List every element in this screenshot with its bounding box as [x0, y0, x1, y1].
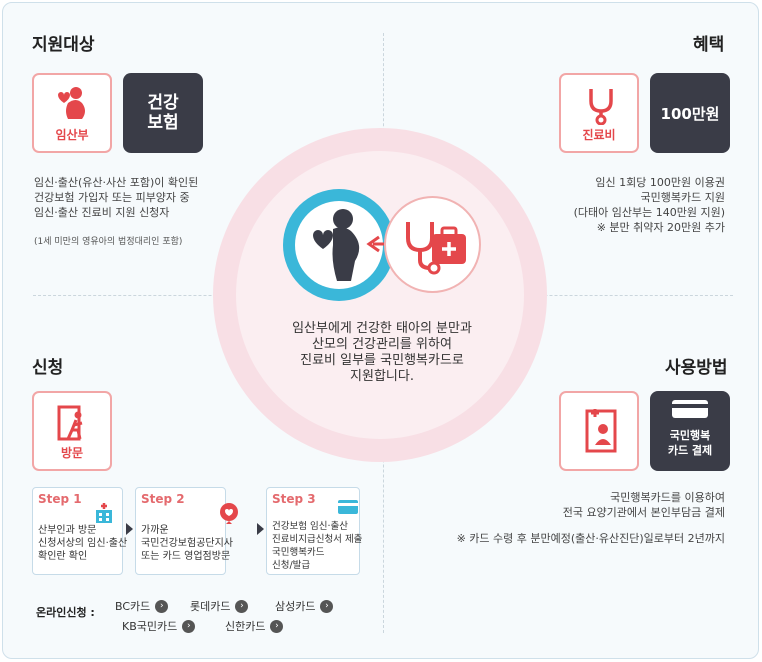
center-line-4: 지원합니다.	[350, 369, 414, 384]
payment-card-icon-box	[559, 391, 639, 471]
step-3-body: 건강보험 임신·출산 진료비지급신청서 제출 국민행복카드 신청/발급	[272, 520, 362, 572]
benefit-title: 혜택	[693, 35, 725, 55]
kb-card-label: KB국민카드	[122, 620, 178, 633]
step-1-line-1: 산부인과 방문	[38, 525, 97, 536]
lotte-card-label: 롯데카드	[190, 600, 231, 613]
hospital-icon	[96, 503, 112, 523]
step-3: Step 3 건강보험 임신·출산 진료비지급신청서 제출 국민행복카드 신청/…	[266, 487, 362, 575]
step-2: Step 2 가까운 국민건강보험공단지사 또는 카드 영업점방문	[135, 487, 238, 575]
visit-label: 방문	[60, 446, 84, 460]
link-lotte-card[interactable]: 롯데카드 ›	[190, 598, 249, 614]
chevron-right-icon: ›	[320, 599, 334, 613]
chevron-right-icon: ›	[182, 619, 196, 633]
step-3-title: Step 3	[272, 492, 316, 506]
card-icon	[338, 500, 358, 514]
link-shinhan-card[interactable]: 신한카드 ›	[225, 618, 284, 634]
center-line-2: 산모의 건강관리를 위하여	[312, 337, 452, 352]
step-1: Step 1 산부인과 방문 신청서상의 임신·출산 확인란 확인	[32, 487, 127, 575]
step-arrow-1	[126, 523, 133, 535]
chevron-right-icon: ›	[155, 599, 169, 613]
step-3-line-1: 건강보험 임신·출산	[272, 521, 348, 532]
center-line-3: 진료비 일부를 국민행복카드로	[300, 353, 464, 368]
happy-card-icon	[672, 400, 708, 418]
apply-title: 신청	[32, 358, 64, 378]
center-line-1: 임산부에게 건강한 태아의 분만과	[292, 321, 472, 336]
step-3-line-3: 국민행복카드	[272, 547, 325, 558]
heart-location-icon	[220, 503, 238, 524]
visit-card: 방문	[32, 391, 112, 471]
bc-card-label: BC카드	[115, 600, 151, 613]
medical-fee-card: 진료비	[559, 73, 639, 153]
pregnant-woman-large-icon	[313, 209, 360, 281]
usage-line-1: 국민행복카드를 이용하여	[610, 491, 725, 504]
step-1-body: 산부인과 방문 신청서상의 임신·출산 확인란 확인	[38, 524, 127, 563]
stethoscope-icon	[589, 89, 613, 125]
usage-title: 사용방법	[665, 358, 728, 378]
step-2-line-1: 가까운	[141, 525, 169, 536]
door-walk-icon	[57, 405, 83, 441]
step-arrow-2	[257, 523, 264, 535]
pregnant-woman-icon	[58, 87, 85, 119]
step-1-title: Step 1	[38, 492, 82, 506]
health-insurance-card: 건강 보험	[123, 73, 203, 153]
step-2-line-3: 또는 카드 영업점방문	[141, 551, 231, 562]
amount-card: 100만원	[650, 73, 730, 153]
medical-kit-badge	[384, 196, 481, 293]
usage-note: ※ 카드 수령 후 분만예정(출산·유산진단)일로부터 2년까지	[456, 532, 725, 545]
chevron-right-icon: ›	[235, 599, 249, 613]
link-kb-card[interactable]: KB국민카드 ›	[122, 618, 196, 634]
link-bc-card[interactable]: BC카드 ›	[115, 598, 169, 614]
medical-fee-label: 진료비	[582, 128, 616, 142]
step-1-line-2: 신청서상의 임신·출산	[38, 538, 128, 549]
step-2-title: Step 2	[141, 492, 185, 506]
step-3-line-2: 진료비지급신청서 제출	[272, 534, 363, 545]
pregnant-label: 임산부	[55, 128, 89, 142]
target-line-1: 임신·출산(유산·사산 포함)이 확인된	[34, 176, 199, 189]
stethoscope-kit-icon	[406, 222, 466, 275]
target-note: (1세 미만의 영유아의 법정대리인 포함)	[34, 237, 183, 247]
benefit-line-1: 임신 1회당 100만원 이용권	[595, 176, 725, 189]
step-2-line-2: 국민건강보험공단지사	[141, 538, 233, 549]
shinhan-card-label: 신한카드	[225, 620, 266, 633]
link-samsung-card[interactable]: 삼성카드 ›	[275, 598, 334, 614]
online-apply-label: 온라인신청 :	[36, 606, 95, 619]
pregnant-card: 임산부	[32, 73, 112, 153]
benefit-line-3: (다태아 임산부는 140만원 지원)	[573, 206, 725, 219]
usage-line-2: 전국 요양기관에서 본인부담금 결제	[562, 506, 725, 519]
chevron-right-icon: ›	[270, 619, 284, 633]
hospital-payment-icon	[585, 409, 617, 453]
happy-card-payment: 국민행복 카드 결제	[650, 391, 730, 471]
target-line-3: 임신·출산 진료비 지원 신청자	[34, 206, 170, 219]
step-3-line-4: 신청/발급	[272, 560, 311, 571]
step-1-line-3: 확인란 확인	[38, 551, 88, 562]
target-line-2: 건강보험 가입자 또는 피부양자 중	[34, 191, 190, 204]
benefit-line-4: ※ 분만 취약자 20만원 추가	[596, 221, 725, 234]
center-circle-inner	[236, 151, 524, 439]
center-message: 임산부에게 건강한 태아의 분만과 산모의 건강관리를 위하여 진료비 일부를 …	[258, 321, 506, 385]
benefit-line-2: 국민행복카드 지원	[640, 191, 725, 204]
step-2-body: 가까운 국민건강보험공단지사 또는 카드 영업점방문	[141, 524, 233, 563]
samsung-card-label: 삼성카드	[275, 600, 316, 613]
target-title: 지원대상	[32, 35, 95, 55]
